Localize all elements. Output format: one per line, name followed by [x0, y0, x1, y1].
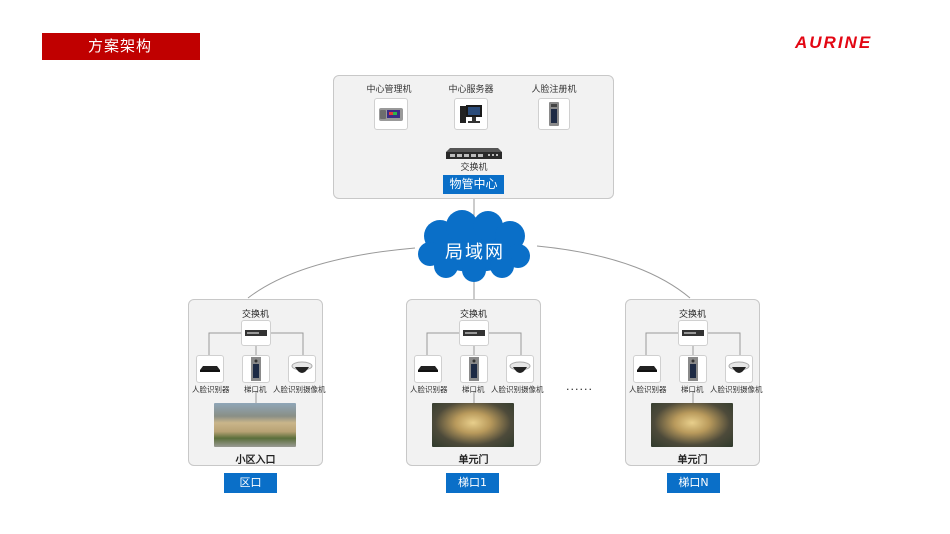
- site-panel-unit-n: 交换机 人脸识别器 梯口机 人脸识别摄像机 单元门: [625, 299, 763, 466]
- switch-label: 交换机: [241, 310, 269, 320]
- line-cloud-to-site-3: [536, 245, 691, 299]
- face-registration-icon: [538, 98, 570, 130]
- device-label: 人脸识别摄像机: [273, 385, 326, 394]
- server-icon: [454, 98, 488, 130]
- unit-door-photo: [432, 403, 514, 447]
- face-camera-icon: [725, 355, 753, 383]
- face-camera-icon: [506, 355, 534, 383]
- management-terminal-icon: [374, 98, 408, 130]
- site-panel-entrance: 交换机 人脸识别器 梯口机 人脸识别摄像机 小区入口: [188, 299, 326, 466]
- device-label: 梯口机: [681, 385, 704, 394]
- device-label: 人脸识别器: [192, 385, 230, 394]
- site-tag-unit-n: 梯口N: [667, 473, 720, 493]
- brand-logo: AURINE: [795, 33, 873, 52]
- site-name: 单元门: [458, 455, 489, 466]
- community-entrance-photo: [214, 403, 296, 447]
- door-station-icon: [679, 355, 707, 383]
- lan-cloud-icon: [418, 210, 530, 282]
- device-label: 人脸识别器: [629, 385, 667, 394]
- line-cloud-to-site-1: [247, 247, 416, 299]
- face-camera-icon: [288, 355, 316, 383]
- site-lines: [208, 332, 304, 403]
- door-station-icon: [242, 355, 270, 383]
- site-name: 单元门: [677, 455, 708, 466]
- switch-label: 交换机: [678, 310, 706, 320]
- device-label: 梯口机: [462, 385, 485, 394]
- site-lines: [645, 332, 741, 403]
- property-center-tag: 物管中心: [443, 175, 504, 194]
- device-label: 梯口机: [244, 385, 267, 394]
- lan-label: 局域网: [445, 242, 505, 263]
- door-station-icon: [460, 355, 488, 383]
- site-panel-unit-1: 交换机 人脸识别器 梯口机 人脸识别摄像机 单元门: [406, 299, 544, 466]
- more-sites-ellipsis: ······: [566, 383, 593, 396]
- device-label: 人脸识别摄像机: [710, 385, 763, 394]
- switch-icon: [446, 145, 502, 159]
- device-label: 中心服务器: [448, 85, 494, 95]
- face-recognizer-icon: [633, 355, 661, 383]
- switch-icon: [678, 320, 708, 346]
- unit-door-photo: [651, 403, 733, 447]
- page-title: 方案架构: [42, 33, 200, 60]
- site-tag-entrance: 区口: [224, 473, 277, 493]
- switch-icon: [459, 320, 489, 346]
- device-label: 人脸识别器: [410, 385, 448, 394]
- face-recognizer-icon: [414, 355, 442, 383]
- site-tag-unit-1: 梯口1: [446, 473, 499, 493]
- device-label: 人脸注册机: [531, 85, 577, 95]
- property-center-panel: 中心管理机 中心服务器 人脸注册机: [333, 75, 614, 199]
- switch-label: 交换机: [459, 310, 487, 320]
- switch-icon: [241, 320, 271, 346]
- face-recognizer-icon: [196, 355, 224, 383]
- site-lines: [426, 332, 522, 403]
- device-label: 人脸识别摄像机: [491, 385, 544, 394]
- switch-label: 交换机: [460, 163, 488, 173]
- site-name: 小区入口: [235, 455, 276, 466]
- device-label: 中心管理机: [366, 85, 412, 95]
